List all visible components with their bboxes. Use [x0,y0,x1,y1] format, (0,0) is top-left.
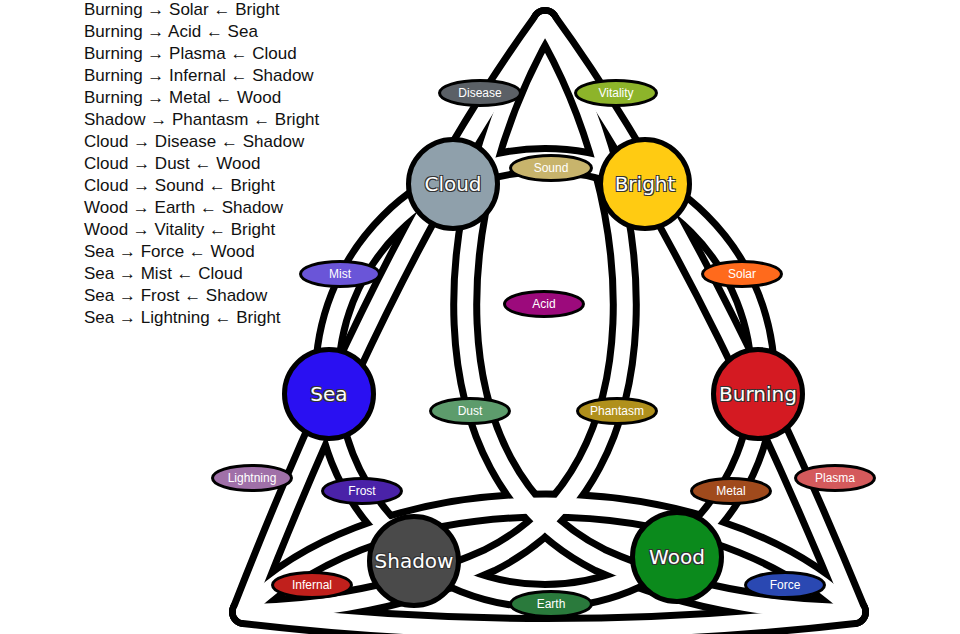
element-oval: Earth [509,590,593,618]
element-name: Plasma [815,471,855,485]
combination-rule: Burning → Plasma ← Cloud [84,43,297,65]
element-oval: Disease [438,79,522,107]
element-name: Force [770,578,801,592]
element-oval: Solar [701,260,783,288]
element-name: Metal [716,484,745,498]
element-name: Infernal [292,578,332,592]
element-name: Sea [310,382,347,406]
element-name: Dust [458,404,483,418]
combination-rule: Burning → Infernal ← Shadow [84,65,314,87]
element-name: Frost [348,484,375,498]
element-circle: Shadow [368,515,460,607]
combination-rule: Sea → Force ← Wood [84,241,255,263]
element-circle: Bright [599,138,691,230]
element-oval: Plasma [794,464,876,492]
element-name: Shadow [375,549,454,573]
element-circle: Burning [712,348,804,440]
element-name: Lightning [228,471,277,485]
element-name: Mist [329,267,351,281]
element-name: Burning [719,382,797,406]
element-circle: Cloud [407,138,499,230]
element-name: Earth [537,597,566,611]
combination-rule: Sea → Lightning ← Bright [84,307,281,329]
element-oval: Phantasm [576,397,658,425]
combination-rule: Sea → Frost ← Shadow [84,285,267,307]
element-circle: Sea [283,348,375,440]
combination-rule: Shadow → Phantasm ← Bright [84,109,319,131]
combination-rule: Cloud → Sound ← Bright [84,175,275,197]
combination-rule: Burning → Solar ← Bright [84,0,280,21]
combination-rule: Wood → Earth ← Shadow [84,197,283,219]
element-name: Wood [649,545,705,569]
element-oval: Mist [299,260,381,288]
element-name: Disease [458,86,501,100]
combination-rule: Burning → Metal ← Wood [84,87,281,109]
element-name: Vitality [598,86,633,100]
combination-rule: Burning → Acid ← Sea [84,21,258,43]
element-name: Bright [615,172,676,196]
element-oval: Infernal [271,571,353,599]
combination-rule: Sea → Mist ← Cloud [84,263,243,285]
element-name: Cloud [424,172,481,196]
element-name: Solar [728,267,756,281]
element-oval: Metal [690,477,772,505]
combination-rule: Wood → Vitality ← Bright [84,219,275,241]
combination-rule: Cloud → Dust ← Wood [84,153,260,175]
element-name: Sound [534,161,569,175]
element-oval: Frost [321,477,403,505]
element-circle: Wood [631,511,723,603]
element-oval: Dust [429,397,511,425]
element-oval: Lightning [211,464,293,492]
element-oval: Acid [503,290,585,318]
element-name: Acid [532,297,555,311]
element-oval: Force [744,571,826,599]
element-name: Phantasm [590,404,644,418]
combination-rule: Cloud → Disease ← Shadow [84,131,304,153]
element-oval: Vitality [574,79,658,107]
element-oval: Sound [509,154,593,182]
